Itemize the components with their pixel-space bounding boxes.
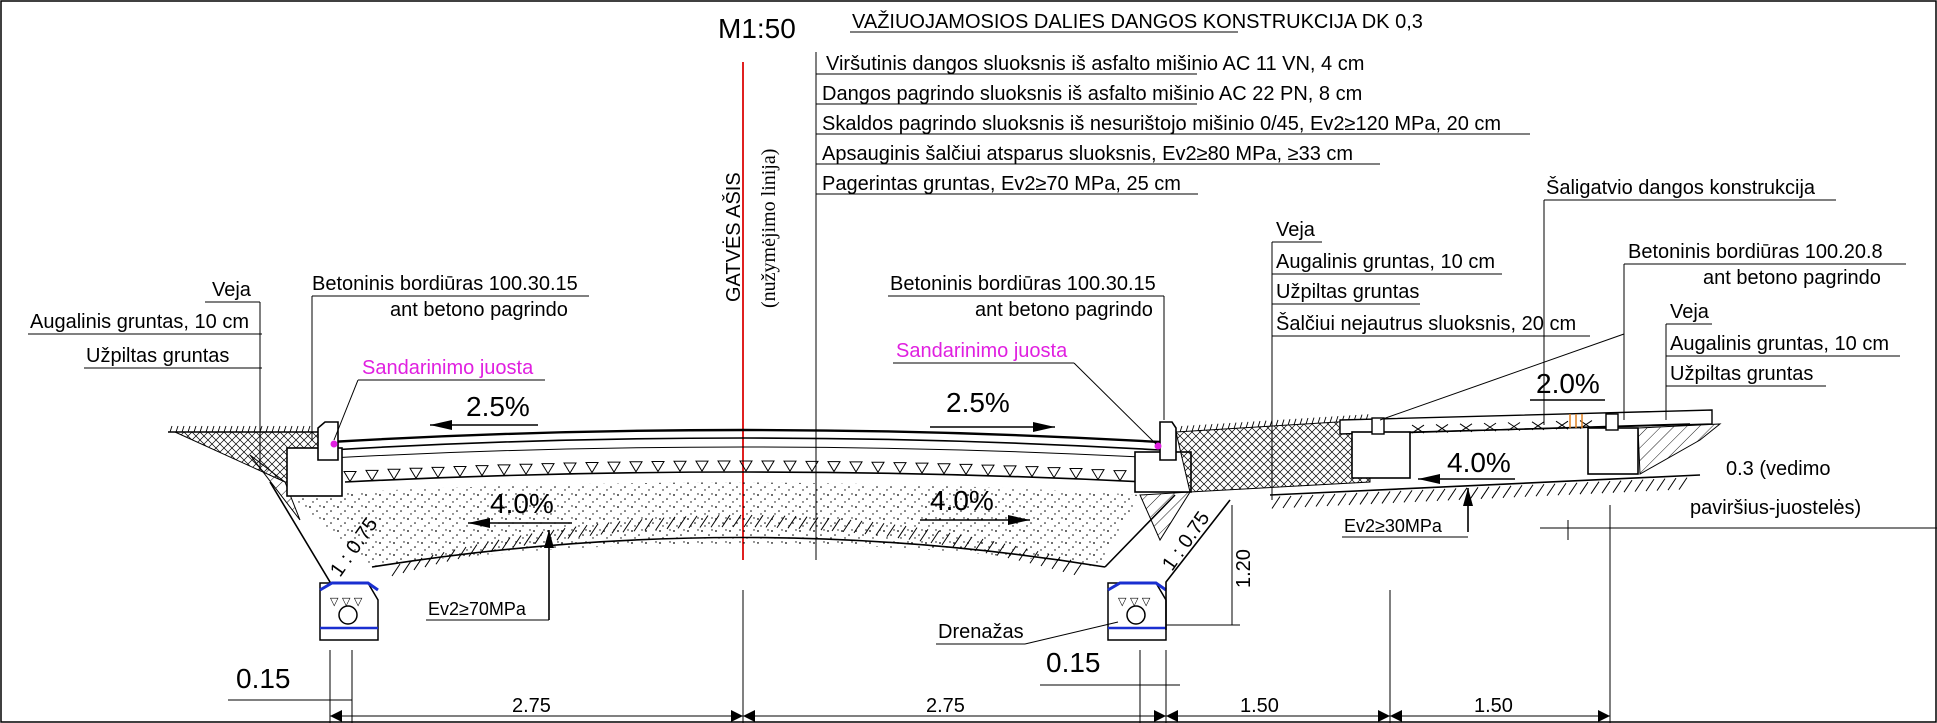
left-slope-hatch [249, 454, 301, 521]
svg-text:▽ ▽ ▽: ▽ ▽ ▽ [1118, 595, 1151, 608]
sidewalk-base-line [1359, 423, 1691, 435]
right-seal-dot [1154, 442, 1162, 450]
sidewalk-ev-arrowhead [1463, 488, 1473, 506]
sidewalk-base-arrowhead [1418, 474, 1440, 484]
sidewalk-pattern [1411, 420, 1593, 434]
layer-2-label: Dangos pagrindo sluoksnis iš asfalto miš… [822, 83, 1362, 105]
road-surface-top [329, 428, 1161, 444]
dimension-lines [330, 560, 1611, 723]
crushed-stone-bottom [344, 471, 1146, 483]
sidewalk-note-line2: paviršius-juostelės) [1690, 497, 1861, 519]
axis-subtitle: (nužymėjimo linija) [758, 149, 780, 308]
layer-1-label: Viršutinis dangos sluoksnis iš asfalto m… [826, 53, 1364, 75]
dim-label-3: 1.50 [1240, 695, 1279, 717]
left-seal-dot [330, 440, 338, 448]
right-seal-leader [1073, 362, 1157, 445]
scale-label: M1:50 [718, 13, 796, 44]
left-curb [317, 421, 339, 461]
right-depth-label: 1.20 [1233, 549, 1255, 588]
sidewalk-topsoil-label: Augalinis gruntas, 10 cm [1670, 333, 1889, 355]
left-slope-arrowhead [430, 420, 452, 430]
asphalt-base-bottom [329, 446, 1161, 459]
subgrade-hatching [391, 514, 1083, 577]
left-base-arrowhead [468, 518, 490, 528]
sidewalk-title: Šaligatvio dangos konstrukcija [1546, 176, 1816, 199]
left-curb-base-label: ant betono pagrindo [390, 299, 568, 321]
left-ev-label: Ev2≥70MPa [428, 599, 527, 619]
right-curb [1159, 421, 1177, 461]
left-offset-label: 0.15 [236, 663, 291, 694]
left-fill-label: Užpiltas gruntas [86, 345, 229, 367]
left-seal-leader [333, 379, 359, 441]
left-ev-arrowhead [544, 530, 554, 548]
section-title: VAŽIUOJAMOSIOS DALIES DANGOS KONSTRUKCIJ… [852, 10, 1423, 33]
sidewalk-slope-pct: 2.0% [1536, 368, 1600, 399]
left-base-pct: 4.0% [490, 488, 554, 519]
left-seal-label: Sandarinimo juosta [362, 357, 534, 379]
right-offset-label: 0.15 [1046, 647, 1101, 678]
sidewalk-curb-left [1351, 431, 1411, 479]
right-curb-base-label: ant betono pagrindo [975, 299, 1153, 321]
right-drain: ▽ ▽ ▽ [1107, 581, 1167, 641]
right-topsoil-label: Augalinis gruntas, 10 cm [1276, 251, 1495, 273]
sidewalk-curb-leader2 [1379, 333, 1625, 421]
sidewalk-curb-right [1587, 427, 1639, 475]
layer-3-label: Skaldos pagrindo sluoksnis iš nesurištoj… [822, 113, 1501, 135]
drain-leader [1024, 621, 1119, 645]
sidewalk-curb-right-stone [1605, 413, 1619, 431]
right-base-pct: 4.0% [930, 485, 994, 516]
dim-label-1: 2.75 [512, 695, 551, 717]
layer-callouts [815, 52, 1530, 560]
right-base-arrowhead [1008, 515, 1030, 525]
sidewalk-note-line1: 0.3 (vedimo [1726, 458, 1831, 480]
sidewalk-ev-label: Ev2≥30MPa [1344, 516, 1443, 536]
left-grass [169, 425, 311, 433]
sidewalk-veja-label: Veja [1670, 301, 1710, 323]
crushed-stone-triangles [343, 460, 1127, 483]
sidewalk-subgrade-hatch [1271, 477, 1688, 509]
right-slope-hatch [1139, 491, 1191, 542]
right-curb-label: Betoninis bordiūras 100.30.15 [890, 273, 1156, 295]
axis-title: GATVĖS AŠIS [722, 172, 745, 302]
layer-5-label: Pagerintas gruntas, Ev2≥70 MPa, 25 cm [822, 173, 1181, 195]
right-seal-label: Sandarinimo juosta [896, 340, 1068, 362]
left-topsoil-label: Augalinis gruntas, 10 cm [30, 311, 249, 333]
right-verge-fill [1175, 419, 1371, 493]
svg-text:▽ ▽ ▽: ▽ ▽ ▽ [330, 595, 363, 608]
left-veja-label: Veja [212, 279, 252, 301]
sidewalk-base-pct: 4.0% [1447, 447, 1511, 478]
sidewalk-edge-hatch [1637, 423, 1722, 475]
left-drain: ▽ ▽ ▽ [319, 581, 379, 641]
drain-label: Drenažas [938, 621, 1024, 643]
sidewalk-curb-left-stone [1371, 417, 1385, 435]
sidewalk-subgrade [1269, 474, 1701, 496]
frost-layer-label: Šalčiui nejautrus sluoksnis, 20 cm [1276, 312, 1576, 335]
dim-label-2: 2.75 [926, 695, 965, 717]
sidewalk-fill-label: Užpiltas gruntas [1670, 363, 1813, 385]
right-trench-wall [1165, 499, 1231, 630]
left-curb-label: Betoninis bordiūras 100.30.15 [312, 273, 578, 295]
left-slope-pct: 2.5% [466, 391, 530, 422]
sidewalk-curb-label: Betoninis bordiūras 100.20.8 [1628, 241, 1883, 263]
dim-label-4: 1.50 [1474, 695, 1513, 717]
subgrade-line [371, 536, 1106, 568]
sidewalk-curb-base-label: ant betono pagrindo [1703, 267, 1881, 289]
right-slope-arrowhead [1033, 422, 1055, 432]
right-veja-label: Veja [1276, 219, 1316, 241]
orange-marker [1569, 414, 1583, 428]
right-slope-pct: 2.5% [946, 387, 1010, 418]
right-fill-label: Užpiltas gruntas [1276, 281, 1419, 303]
layer-4-label: Apsauginis šalčiui atsparus sluoksnis, E… [822, 143, 1353, 165]
road-surface-bottom [329, 437, 1161, 451]
